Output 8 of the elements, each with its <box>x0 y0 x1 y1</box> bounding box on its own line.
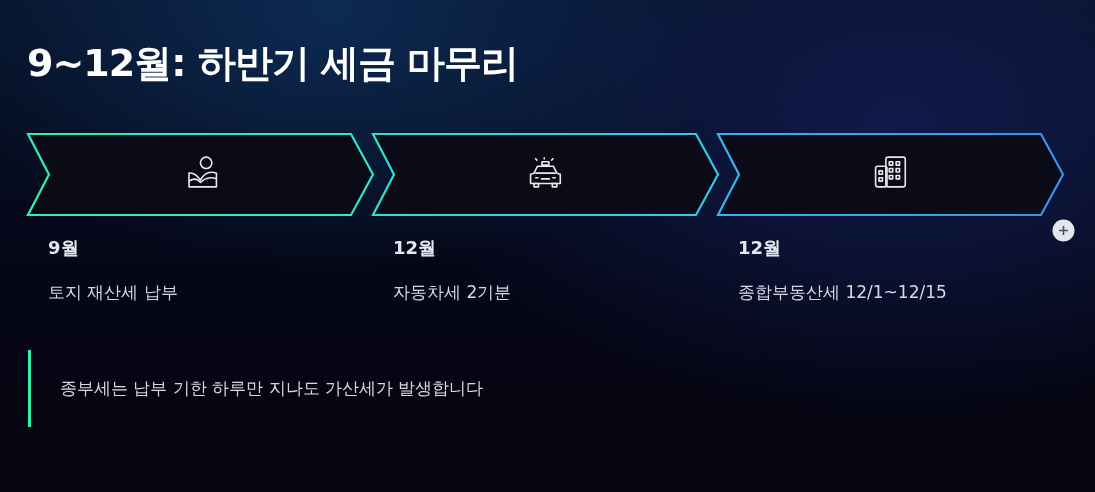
title: 9~12월: 하반기 세금 마무리 <box>27 40 519 87</box>
note-text: 종부세는 납부 기한 하루만 지나도 가산세가 발생합니다 <box>60 377 484 400</box>
month-label: 12월 <box>738 236 782 260</box>
description-text: 종합부동산세 12/1~12/15 <box>738 281 947 304</box>
description-text: 자동차세 2기분 <box>393 281 512 304</box>
month-label: 9월 <box>48 236 79 260</box>
month-label: 12월 <box>393 236 437 260</box>
description-text: 토지 재산세 납부 <box>48 281 178 304</box>
